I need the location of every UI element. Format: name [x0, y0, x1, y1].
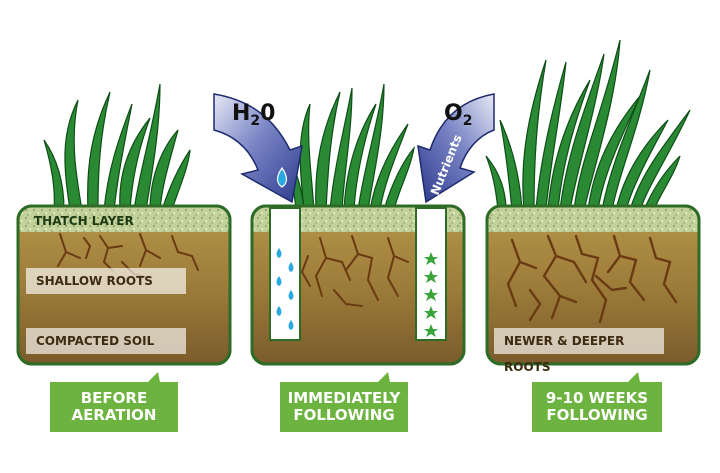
panel-before-aeration: THATCH LAYER: [16, 83, 232, 366]
oxygen-label: O2: [444, 101, 472, 129]
panel-immediately-following: H20 O2 Nutrients: [213, 83, 495, 366]
deep-roots: [506, 234, 678, 324]
water-drops: [276, 248, 294, 330]
caption-weeks-line-2: FOLLOWING: [546, 406, 648, 424]
caption-before-line-1: BEFORE: [80, 389, 148, 407]
caption-before-aeration: BEFORE AERATION: [48, 390, 180, 424]
caption-immediately-following: IMMEDIATELY FOLLOWING: [278, 390, 410, 424]
caption-boxes: [50, 372, 662, 432]
shallow-roots-label: SHALLOW ROOTS: [26, 268, 186, 294]
panel-weeks-following: [485, 39, 701, 366]
aeration-hole-water: [269, 207, 301, 341]
grass-short: [43, 83, 191, 211]
water-arrow: [213, 93, 303, 204]
water-drop-icon: [276, 166, 288, 188]
caption-weeks-following: 9-10 WEEKS FOLLOWING: [531, 390, 663, 424]
compacted-soil-label: COMPACTED SOIL: [26, 328, 186, 354]
caption-before-line-2: AERATION: [71, 406, 157, 424]
deeper-roots-label: NEWER & DEEPER ROOTS: [494, 328, 664, 374]
caption-immediately-line-1: IMMEDIATELY: [287, 389, 401, 407]
water-label: H20: [232, 101, 275, 129]
caption-weeks-line-1: 9-10 WEEKS: [545, 389, 649, 407]
nutrient-stars: [424, 252, 438, 337]
thatch-layer-label: THATCH LAYER: [34, 214, 134, 228]
nutrients-arrow: [417, 93, 495, 204]
mid-roots: [300, 235, 409, 307]
caption-immediately-line-2: FOLLOWING: [293, 406, 395, 424]
grass-tall: [485, 39, 691, 211]
